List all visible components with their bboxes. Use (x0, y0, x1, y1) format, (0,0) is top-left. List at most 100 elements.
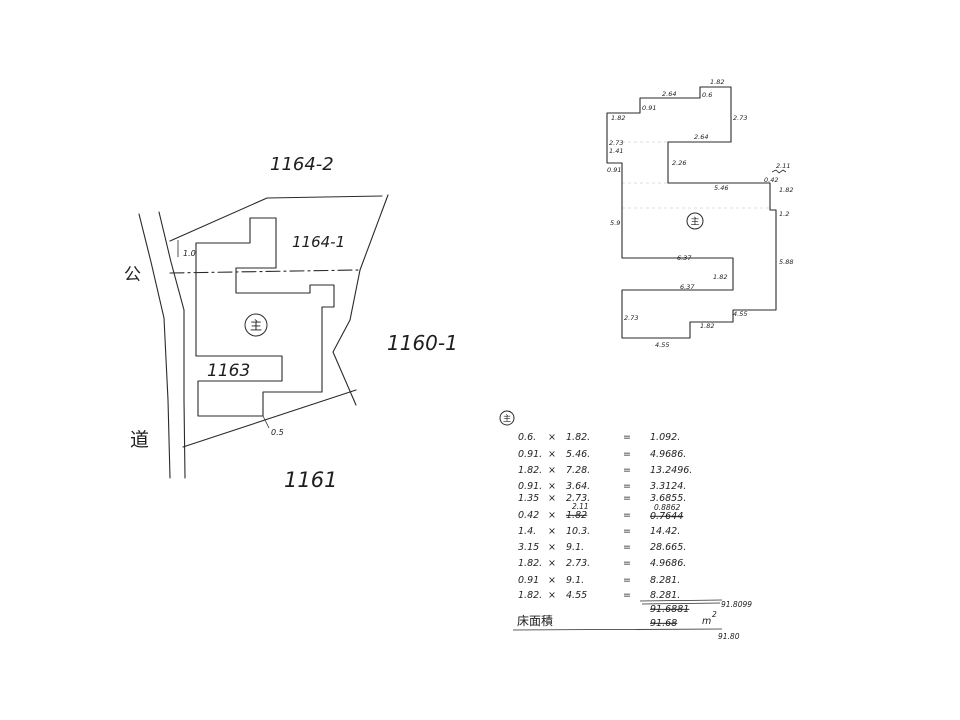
calc-factor-a: 1.4. (518, 526, 536, 537)
calc-row: 1.82. × 7.28. = 13.2496. (518, 465, 692, 476)
calc-equals: = (623, 432, 631, 443)
building-mark: 主 (244, 313, 268, 337)
dimension-label: 1.82 (611, 114, 625, 122)
dimension-label: 2.73 (624, 314, 638, 322)
total-rule (641, 602, 721, 605)
calc-times: × (548, 590, 556, 601)
dimension-label: 0.91 (642, 104, 656, 112)
dimension-label: 1.82 (779, 186, 793, 194)
road-line-right (158, 211, 186, 479)
dimension-label: 2.73 (733, 114, 747, 122)
building-mark-circle (244, 313, 268, 337)
total-value: 91.8099 (721, 600, 752, 609)
calc-times: × (548, 526, 556, 537)
dimension-label: 1.82 (700, 322, 714, 330)
calc-factor-b: 1.82. (566, 432, 590, 443)
calc-times: × (548, 575, 556, 586)
calc-row: 1.82. × 4.55 = 8.281. (518, 590, 680, 601)
dimension-label: 5.46 (714, 184, 728, 192)
calc-mark-circle (499, 410, 515, 426)
road-label-char-2: 道 (130, 429, 149, 451)
calc-row: 0.42 × 2.11 1.82 = 0.8862 0.7644 (518, 502, 683, 522)
dimension-label: 6.37 (680, 283, 695, 291)
lot-number-south: 1161 (284, 468, 337, 492)
calc-result: 3.3124. (650, 481, 686, 492)
calc-times: × (548, 558, 556, 569)
dimension-label: 5.88 (779, 258, 793, 266)
floor-area-unit-power: 2 (712, 610, 717, 619)
calc-result: 4.9686. (650, 449, 686, 460)
calc-factor-a: 1.82. (518, 558, 542, 569)
calc-times: × (548, 542, 556, 553)
dimension-label: 0.42 (764, 176, 778, 184)
calc-times: × (548, 481, 556, 492)
calc-times: × (548, 432, 556, 443)
building-outline (195, 217, 335, 417)
dimension-label: 2.11 (776, 162, 790, 170)
calc-equals: = (623, 493, 631, 504)
calc-result: 28.665. (650, 542, 686, 553)
floor-plan-mark-text: 主 (690, 216, 699, 228)
calc-factor-b: 2.73. (566, 558, 590, 569)
calc-factor-b: 9.1. (566, 542, 584, 553)
calc-equals: = (623, 590, 631, 601)
calc-row: 1.35 × 2.73. = 3.6855. (518, 493, 686, 504)
calc-row: 0.6. × 1.82. = 1.092. (518, 432, 680, 443)
calc-result: 8.281. (650, 575, 680, 586)
calc-times: × (548, 449, 556, 460)
setback-north-label: 1.0 (183, 249, 196, 258)
floor-area-unit: m (702, 616, 711, 627)
calc-factor-b: 3.64. (566, 481, 590, 492)
lot-number-inner: 1163 (207, 361, 250, 381)
dimension-label: 2.64 (694, 133, 708, 141)
calc-row: 0.91. × 3.64. = 3.3124. (518, 481, 686, 492)
total-rule (639, 599, 723, 602)
calc-row: 1.4. × 10.3. = 14.42. (518, 526, 680, 537)
calc-row: 0.91. × 5.46. = 4.9686. (518, 449, 686, 460)
lot-boundary-south (182, 389, 357, 448)
calc-factor-a: 0.91. (518, 449, 542, 460)
lot-boundary-east (332, 194, 389, 406)
calc-factor-a: 1.82. (518, 590, 542, 601)
calc-factor-b: 7.28. (566, 465, 590, 476)
lot-number-adjacent: 1164-1 (292, 233, 345, 251)
calc-factor-b-corrected: 2.11 (572, 502, 589, 511)
area-calculation: 主 0.6. × 1.82. = 1.092. 0.91. × 5.46. = … (499, 410, 752, 641)
calc-result-struck: 0.7644 (650, 511, 683, 522)
calc-result: 1.092. (650, 432, 680, 443)
calc-factor-a: 0.91. (518, 481, 542, 492)
dimension-label: 1.2 (779, 210, 789, 218)
calc-times: × (548, 493, 556, 504)
dimension-label: 6.37 (677, 254, 692, 262)
road-line-left (138, 213, 171, 479)
calc-factor-a: 0.6. (518, 432, 536, 443)
floor-area-value: 91.80 (718, 632, 740, 641)
calc-factor-a: 1.82. (518, 465, 542, 476)
setback-south-label: 0.5 (271, 428, 284, 437)
dimension-label: 4.55 (733, 310, 747, 318)
floor-plan-building-mark: 主 (686, 212, 704, 230)
calc-factor-a: 1.35 (518, 493, 539, 504)
calc-mark-text: 主 (503, 413, 511, 423)
lot-number-east: 1160-1 (387, 331, 458, 355)
calc-equals: = (623, 481, 631, 492)
calc-factor-b: 2.73. (566, 493, 590, 504)
calc-row: 3.15 × 9.1. = 28.665. (518, 542, 686, 553)
calc-equals: = (623, 575, 631, 586)
calc-factor-b: 9.1. (566, 575, 584, 586)
calc-result-corrected: 0.8862 (654, 503, 680, 512)
dimension-label: 4.55 (655, 341, 669, 349)
calc-equals: = (623, 542, 631, 553)
calc-result: 4.9686. (650, 558, 686, 569)
calc-factor-b: 10.3. (566, 526, 590, 537)
calc-result: 13.2496. (650, 465, 692, 476)
site-plan: 1164-2 1164-1 1160-1 1163 1161 公 道 1.0 0… (124, 154, 458, 492)
road-label-char-1: 公 (124, 265, 141, 285)
lot-number-north: 1164-2 (270, 154, 334, 175)
dimension-label: 1.41 (609, 147, 623, 155)
calc-equals: = (623, 449, 631, 460)
total-struck: 91.6881 (650, 604, 689, 615)
dimension-label: 2.26 (672, 159, 686, 167)
dimension-label: 2.73 (609, 139, 623, 147)
